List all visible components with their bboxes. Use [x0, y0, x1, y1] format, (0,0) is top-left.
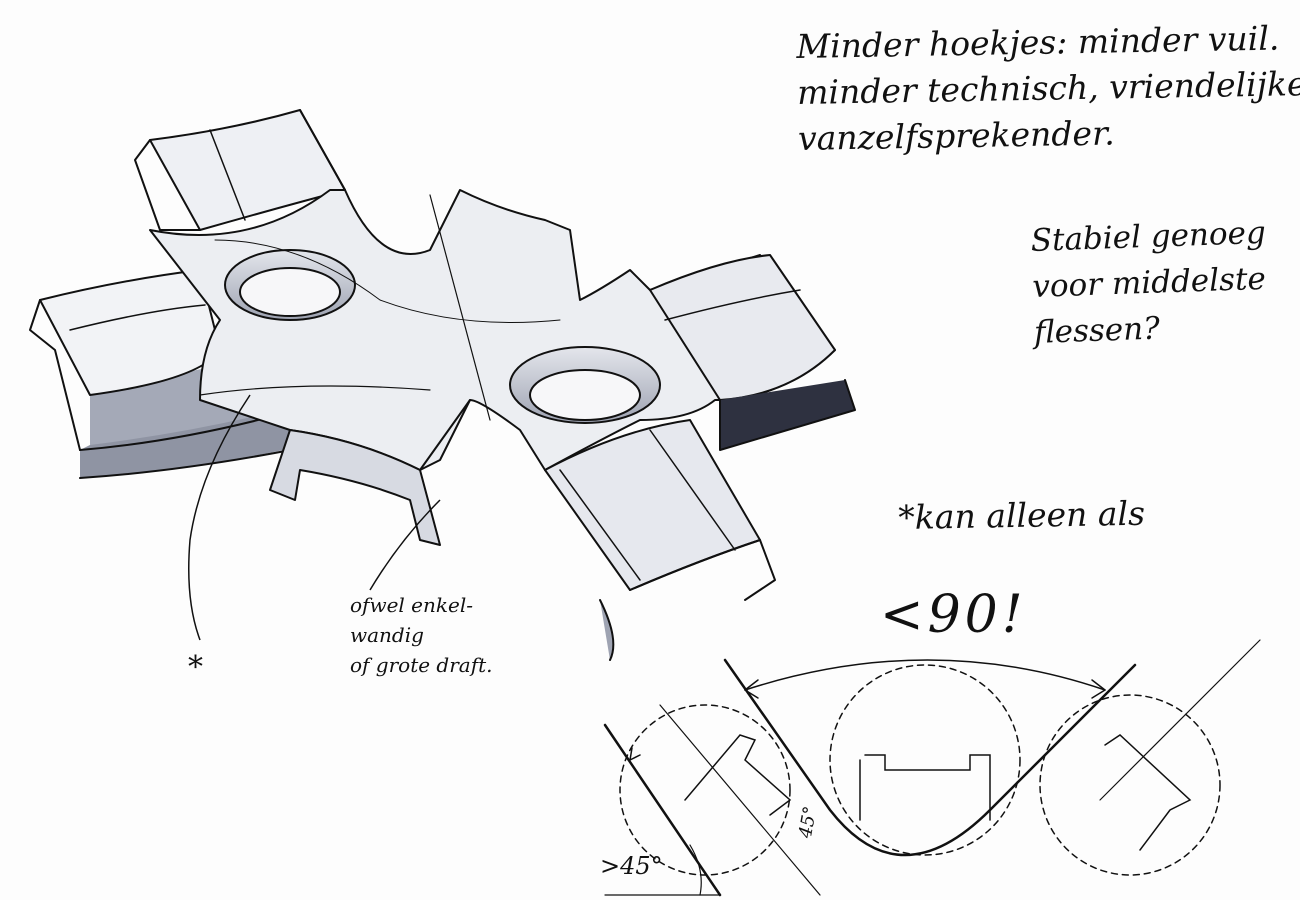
bottle-section-right [1104, 734, 1192, 851]
trough-profile [723, 658, 1137, 857]
angle-arc [744, 659, 1106, 691]
dashed-circle-left [619, 704, 791, 876]
note-fewer-corners: Minder hoekjes: minder vuil. minder tech… [796, 18, 1300, 158]
dashed-circle-right [1039, 694, 1221, 876]
dashed-circle-middle [829, 664, 1021, 856]
angle-label-left: >45° [600, 852, 663, 880]
note-single-wall: ofwel enkel- wandig of grote draft. [350, 593, 493, 677]
front-left-arm [269, 429, 441, 546]
bottle-section-left [684, 734, 792, 816]
wall-note-leader-line [369, 499, 441, 591]
asterisk-leader-line [188, 394, 251, 641]
bottle-section-middle [864, 754, 991, 821]
bottle-holder-sketch [29, 109, 856, 661]
note-angle-limit: <90! [880, 585, 1027, 645]
asterisk-marker: * [188, 650, 203, 685]
left-arm [39, 269, 221, 396]
note-stable-enough: Stabiel genoeg voor middelste flessen? [1030, 214, 1267, 351]
note-only-if: *kan alleen als [898, 493, 1146, 537]
angle-diagram [603, 639, 1261, 897]
